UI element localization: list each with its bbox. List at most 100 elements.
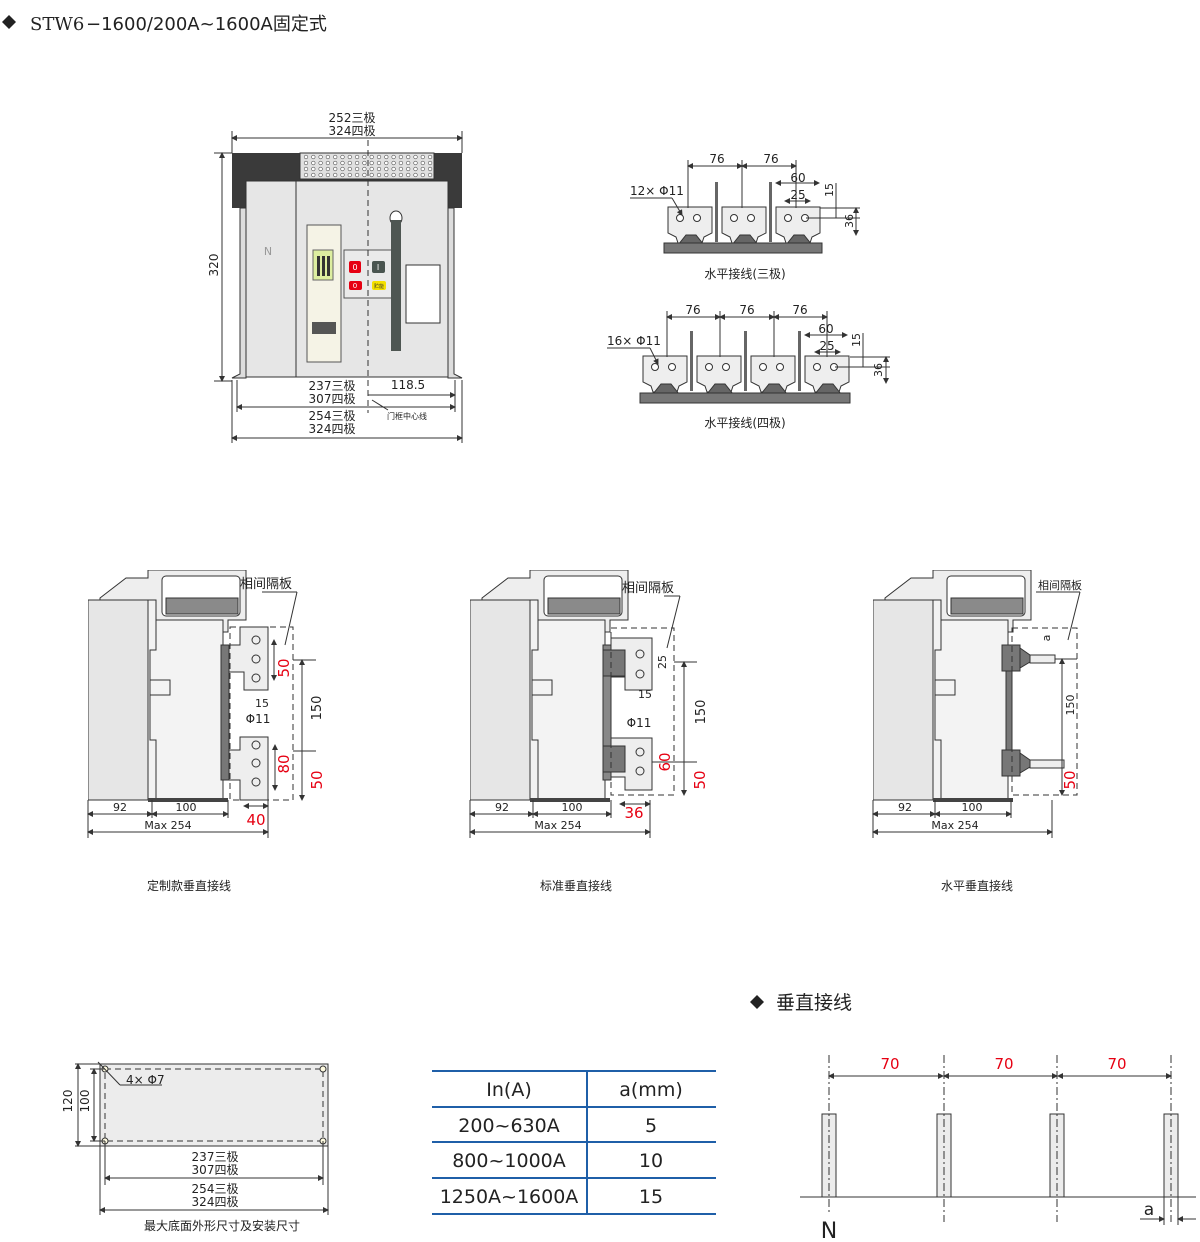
dim-15: 15: [255, 697, 269, 710]
terminal-hole: [355, 154, 360, 160]
dim-60: 60: [656, 752, 674, 771]
dim-pitch: 76: [709, 152, 724, 166]
current-gap-table: In(A) a(mm) 200~630A 5 800~1000A 10 1250…: [432, 1070, 716, 1215]
terminal-hole: [303, 172, 309, 178]
table-cell: 1250A~1600A: [440, 1186, 579, 1208]
phase-barrier: [744, 331, 747, 391]
model-spec: −1600/200A~1600A固定式: [86, 14, 327, 35]
horizontal-wiring-4p: 76 76 76 60 25 15 36 16× Φ11 水平接线(四极): [607, 303, 890, 430]
terminal-hole: [325, 166, 331, 172]
terminal-hole: [376, 154, 382, 160]
barrier-label: 相间隔板: [1038, 578, 1082, 592]
dim-inner-3p: 237三极: [309, 379, 356, 393]
caption: 标准垂直接线: [540, 878, 612, 893]
horizontal-wiring-3p: 76 76 60 25 15 36 12× Φ11 水平接线(三极): [630, 152, 860, 281]
dim-max: Max 254: [534, 819, 581, 832]
table-cell: 5: [645, 1115, 657, 1137]
caption: 水平垂直接线: [941, 878, 1013, 893]
terminal-hole: [347, 166, 352, 172]
dim-150: 150: [1064, 695, 1077, 716]
dim-hole-spacing: 25: [819, 339, 834, 353]
hole-spec: 12× Φ11: [630, 184, 684, 198]
dim-width-3p: 252三极: [329, 111, 376, 125]
dim-width: 60: [790, 171, 805, 185]
dim-outer-3p: 254三极: [309, 409, 356, 423]
terminal-hole: [325, 160, 331, 166]
terminal-hole: [340, 160, 345, 166]
side-view-standard: 相间隔板 25 15 Φ11 150 60 50 92 100 Max 254 …: [469, 570, 709, 893]
terminal-hole: [376, 160, 382, 166]
dim-pitch: 76: [792, 303, 807, 317]
terminal-hole: [428, 154, 433, 160]
dim-a: a: [1040, 635, 1053, 642]
terminal-hole: [347, 160, 352, 166]
terminal-hole: [369, 160, 374, 166]
caption: 定制款垂直接线: [147, 878, 231, 893]
dim-spacing: 70: [1107, 1055, 1126, 1073]
terminal-hole: [311, 154, 316, 160]
dim-15: 15: [638, 688, 652, 701]
dim-pitch: 76: [763, 152, 778, 166]
terminal-hole: [406, 172, 411, 178]
dim-max: Max 254: [144, 819, 191, 832]
dim-phi: Φ11: [627, 716, 652, 730]
diamond-bullet-icon: [2, 15, 16, 29]
terminal-hole: [347, 172, 352, 178]
dim-pitch: 76: [739, 303, 754, 317]
terminal-hole: [406, 154, 411, 160]
terminal-hole: [369, 166, 374, 172]
terminal-hole: [362, 172, 367, 178]
on-button[interactable]: [372, 261, 385, 273]
terminal-hole: [391, 160, 396, 166]
terminal-hole: [318, 160, 323, 166]
terminal-hole: [406, 166, 411, 172]
terminal-hole: [428, 166, 433, 172]
dim-inner-3p: 237三极: [192, 1150, 239, 1164]
terminal-hole: [355, 160, 360, 166]
terminal-hole: [420, 154, 425, 160]
neutral-mark: N: [264, 245, 272, 258]
svg-text:0: 0: [353, 282, 357, 290]
terminal-hole: [413, 166, 418, 172]
dim-40: 40: [246, 811, 265, 829]
phase-barrier: [798, 331, 801, 391]
side-view-horizontal: 相间隔板 a 150 50 92 100 Max 254 水平垂直接线: [872, 570, 1082, 893]
terminal-hole: [311, 160, 316, 166]
dim-150: 150: [694, 700, 709, 725]
terminal-hole: [384, 172, 389, 178]
terminal-hole: [384, 160, 389, 166]
hole-spec: 16× Φ11: [607, 334, 661, 348]
diamond-bullet-icon: [750, 995, 764, 1009]
store-energy-button[interactable]: [372, 281, 386, 290]
phase-barrier: [690, 331, 693, 391]
terminal-hole: [333, 172, 338, 178]
terminal-hole: [391, 154, 396, 160]
terminal-hole: [355, 166, 360, 172]
table-cell: 10: [639, 1150, 663, 1172]
hole-spec: 4× Φ7: [126, 1073, 165, 1087]
terminal-hole: [340, 166, 345, 172]
dim-25: 25: [656, 655, 669, 669]
off-button[interactable]: [349, 261, 361, 273]
off-button-2[interactable]: [349, 281, 362, 290]
dim-92: 92: [113, 801, 127, 814]
page-title: STW6 −1600/200A~1600A固定式: [2, 14, 327, 35]
terminal-hole: [413, 160, 418, 166]
front-view: 252三极 324四极 N 0 I 0 贮能 320 237三极 307四极 1…: [207, 111, 463, 443]
dim-h36: 36: [843, 214, 856, 228]
terminal-hole: [318, 154, 323, 160]
terminal-hole: [376, 166, 382, 172]
dim-inner-4p: 307四极: [192, 1163, 239, 1177]
terminal-hole: [398, 160, 404, 166]
terminal-hole: [311, 172, 316, 178]
terminal-hole: [340, 154, 345, 160]
dim-100: 100: [962, 801, 983, 814]
dim-width-4p: 324四极: [329, 124, 376, 138]
terminal-hole: [398, 172, 404, 178]
dim-h36: 36: [872, 363, 885, 377]
terminal-hole: [413, 172, 418, 178]
terminal-hole: [420, 166, 425, 172]
base-mounting-view: 120 100 4× Φ7 237三极 307四极 254三极 324四极 最大…: [61, 1061, 329, 1233]
dim-max: Max 254: [931, 819, 978, 832]
